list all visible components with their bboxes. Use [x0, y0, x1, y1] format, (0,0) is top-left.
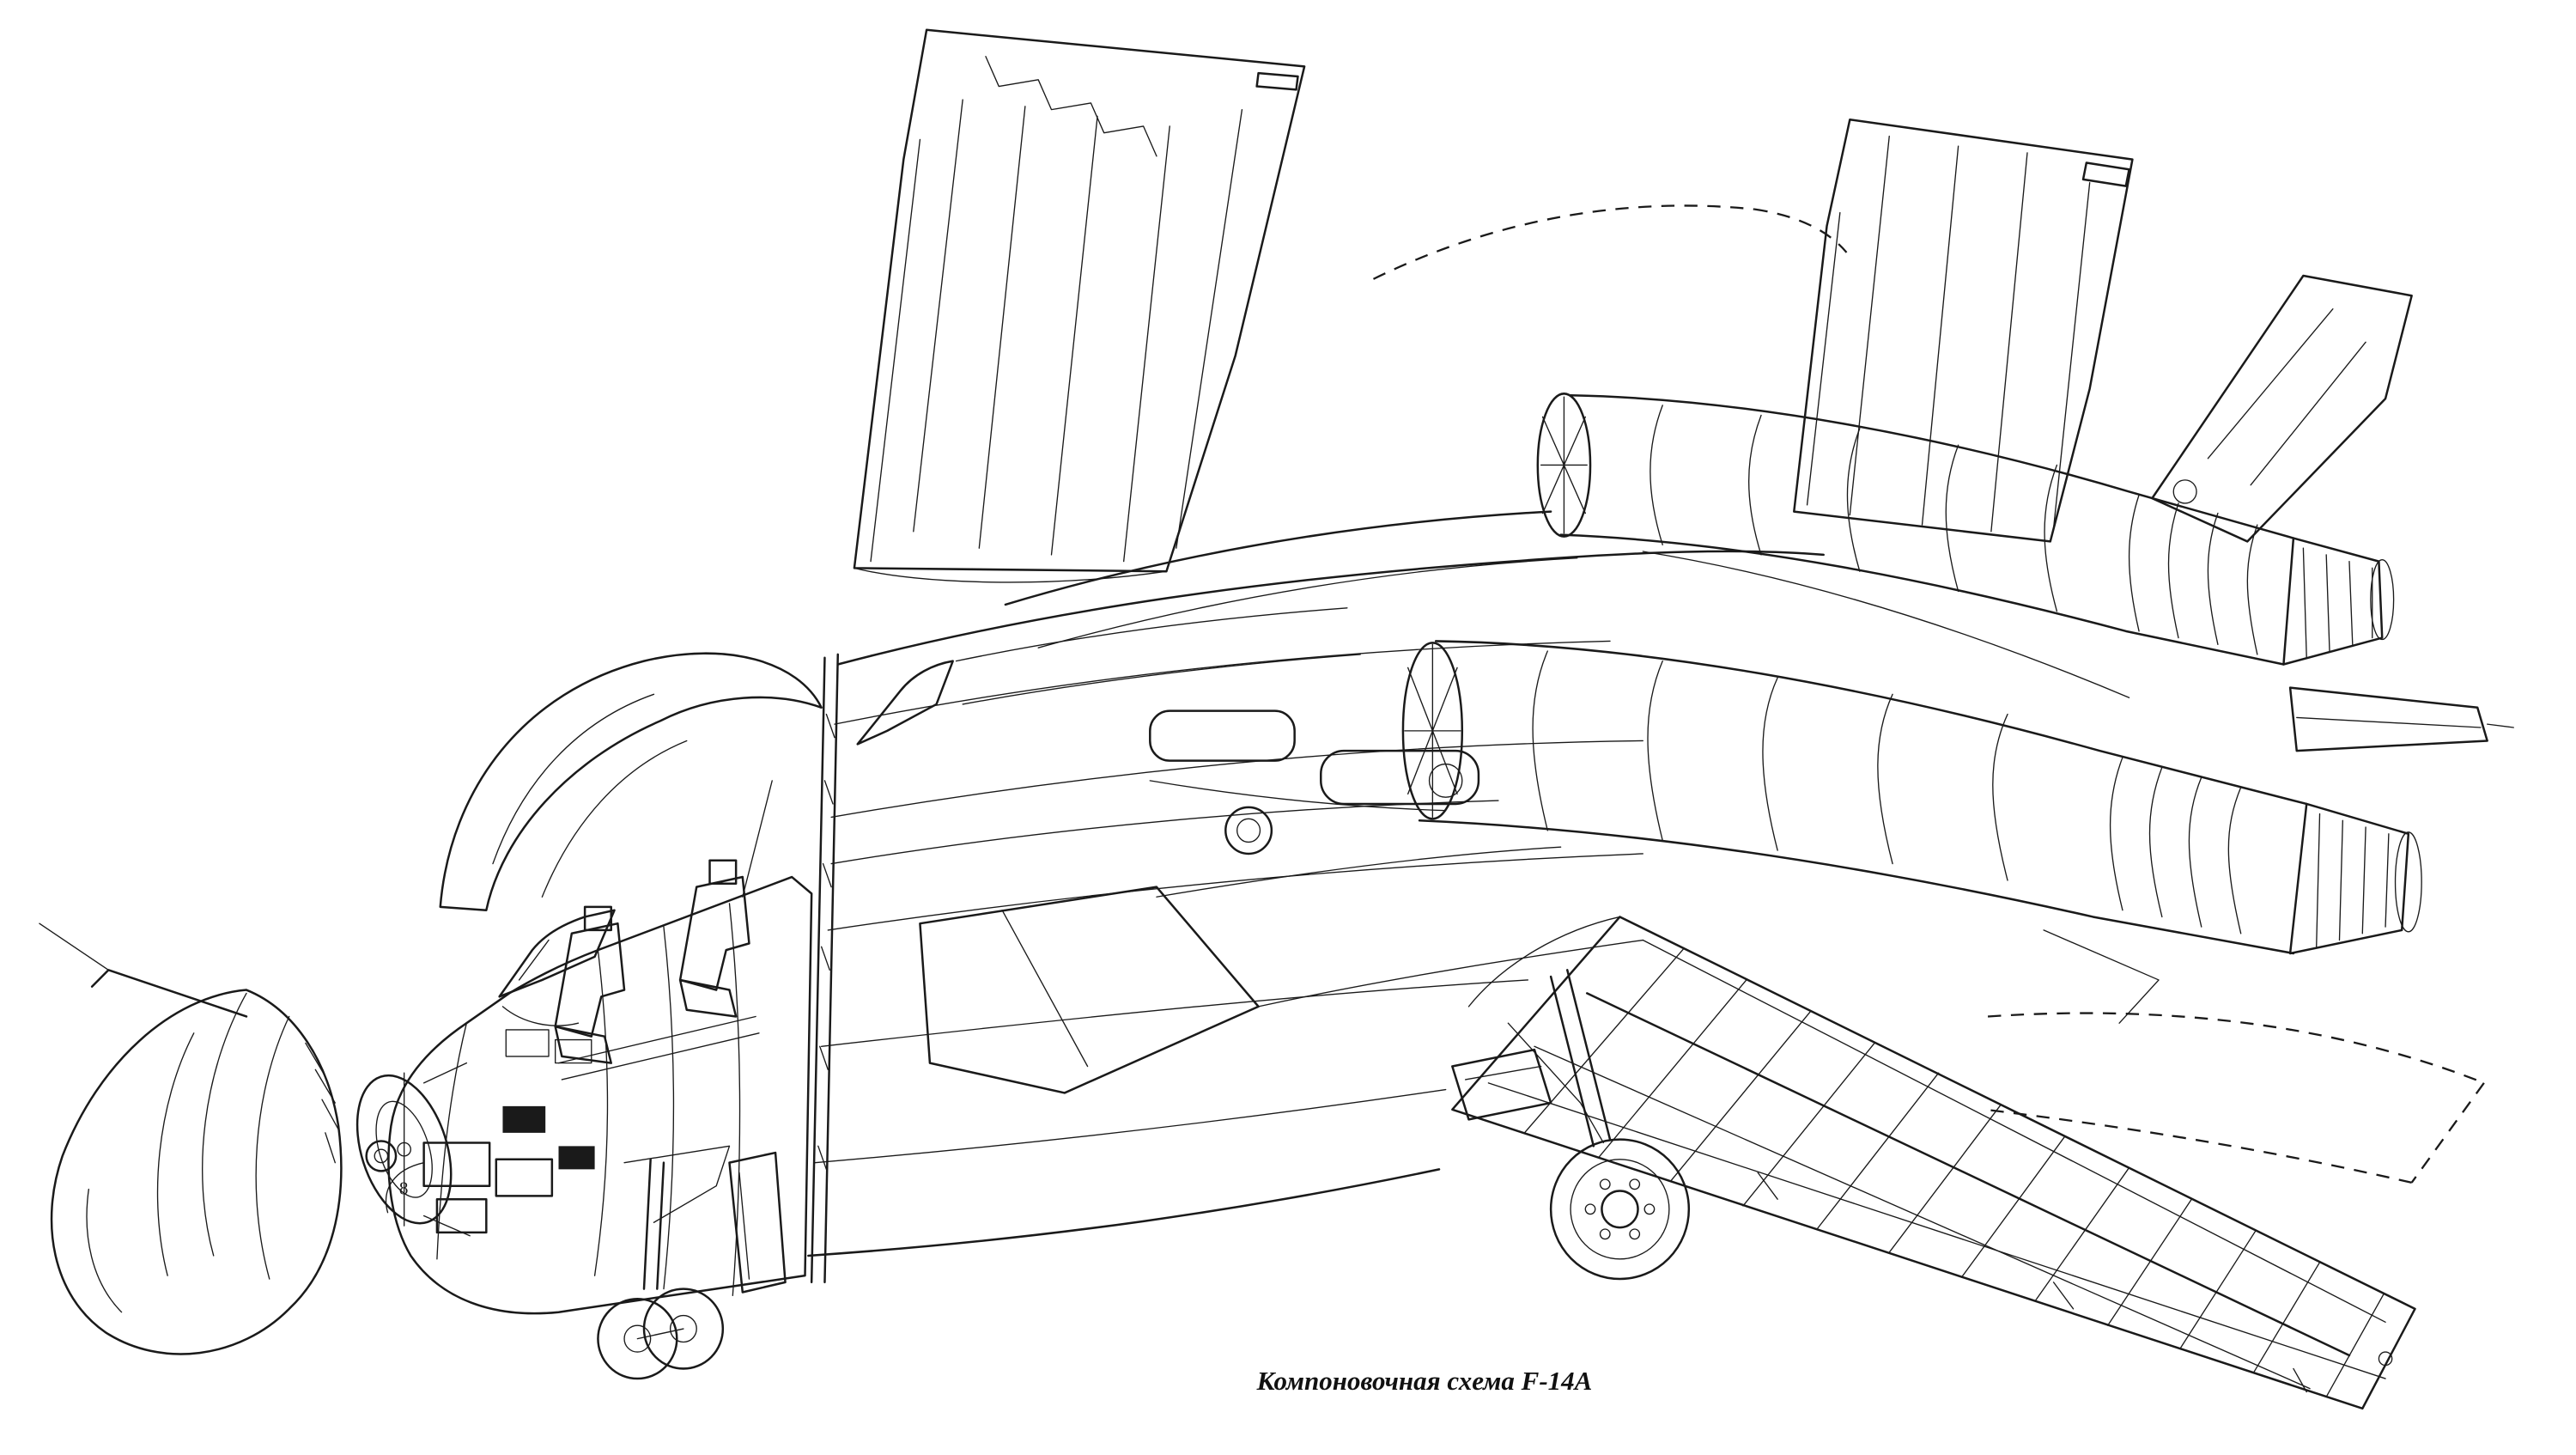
main-landing-gear	[1451, 969, 1691, 1281]
wing-sweep-ghost	[1372, 204, 2485, 1184]
right-wing	[1451, 916, 2416, 1410]
main-airframe	[807, 28, 2514, 1410]
nose-section: 8	[39, 652, 840, 1380]
fuel-and-avionics	[1149, 709, 1480, 855]
right-stabilator	[2151, 274, 2413, 543]
air-intake	[919, 846, 1643, 1094]
left-engine-nozzle	[2288, 802, 2410, 955]
right-vertical-stabilizer	[1793, 118, 2134, 543]
left-engine	[1401, 640, 2422, 955]
right-engine	[1536, 393, 2395, 666]
fuselage-cut-line	[810, 653, 840, 1284]
figure-caption: Компоновочная схема F-14A	[1256, 1365, 1593, 1396]
equipment-bay	[365, 1105, 595, 1234]
nose-landing-gear	[597, 1145, 787, 1380]
tail-cone	[2043, 686, 2514, 1024]
windshield	[498, 909, 616, 998]
radar-dish	[355, 1062, 471, 1237]
left-vertical-stabilizer	[853, 28, 1306, 583]
ejection-seat-rear	[678, 859, 750, 1018]
radome	[39, 922, 343, 1355]
right-engine-nozzle	[2282, 537, 2384, 666]
cockpit-section: 8	[365, 652, 823, 1315]
part-number-label: 8	[399, 1178, 409, 1198]
ejection-seat-front	[554, 905, 626, 1064]
open-canopy	[439, 652, 823, 911]
forward-fuselage	[807, 510, 2130, 1257]
